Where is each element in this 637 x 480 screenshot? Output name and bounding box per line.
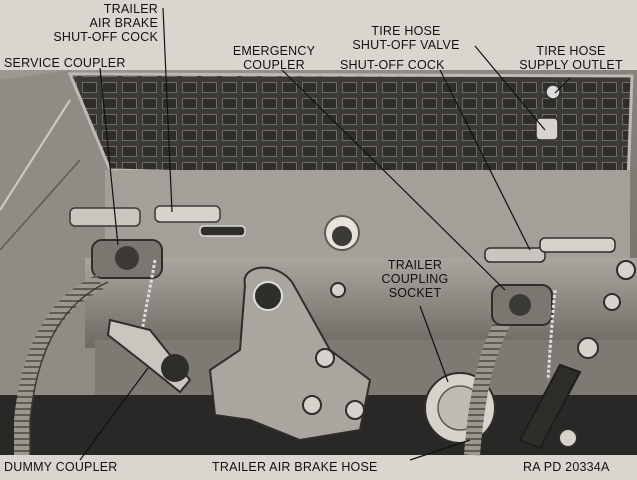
label-shutoff-cock: SHUT-OFF COCK <box>340 58 445 72</box>
bolt <box>345 400 365 420</box>
bolt <box>577 337 599 359</box>
slot <box>199 225 246 237</box>
label-trailer-coupling-socket: TRAILER COUPLING SOCKET <box>381 258 449 300</box>
bolt <box>603 293 621 311</box>
label-trailer-air-brake-shutoff-cock: TRAILER AIR BRAKE SHUT-OFF COCK <box>53 2 158 44</box>
dummy-coupler-right <box>518 363 582 450</box>
label-emergency-coupler: EMERGENCY COUPLER <box>232 44 316 72</box>
fender-crease <box>0 99 71 211</box>
service-hose <box>13 274 104 455</box>
cutoff-cock-right <box>154 205 221 223</box>
pintle-eye <box>253 281 283 311</box>
bumper <box>85 258 637 348</box>
bolt <box>616 260 636 280</box>
bolt <box>315 348 335 368</box>
pintle-hook <box>208 266 372 442</box>
leader-lines <box>79 7 571 461</box>
tire-hose-supply-outlet <box>545 84 561 100</box>
tire-hose-valve-handle <box>484 247 546 263</box>
label-service-coupler: SERVICE COUPLER <box>4 56 126 70</box>
chain-right <box>546 289 557 381</box>
label-tire-hose-supply-outlet: TIRE HOSE SUPPLY OUTLET <box>519 44 623 72</box>
label-trailer-air-brake-hose: TRAILER AIR BRAKE HOSE <box>212 460 378 474</box>
cutoff-cock-left <box>69 207 141 227</box>
tire-hose-valve <box>535 117 559 141</box>
bolt <box>558 428 578 448</box>
label-dummy-coupler: DUMMY COUPLER <box>4 460 118 474</box>
emergency-hose <box>464 314 513 456</box>
bolt <box>302 395 322 415</box>
bolt <box>330 282 346 298</box>
shutoff-cock-handle <box>539 237 616 253</box>
fender-left <box>0 70 110 400</box>
fender-crease <box>0 159 81 251</box>
figure-reference: RA PD 20334A <box>523 460 610 474</box>
label-tire-hose-shutoff-valve: TIRE HOSE SHUT-OFF VALVE <box>352 24 460 52</box>
